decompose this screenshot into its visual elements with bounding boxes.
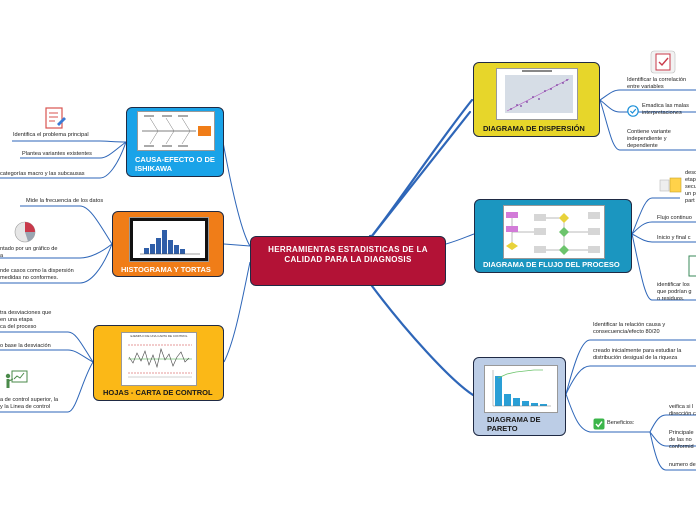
dispersion-leaf-3b[interactable]: independiente y [627,136,667,143]
ishikawa-title: CAUSA-EFECTO O DE ISHIKAWA [135,155,219,173]
ishikawa-diagram-thumbnail [137,111,215,151]
histograma-leaf-3a[interactable]: nde casos como la dispersión [0,268,74,275]
dispersion-leaf-1a[interactable]: Identificar la correlación [627,77,686,84]
pareto-sub-1b[interactable]: dirección c [669,411,696,418]
dispersion-leaf-1b[interactable]: entre variables [627,84,664,91]
pareto-leaf-2b[interactable]: distribución desigual de la riqueza [593,355,677,362]
pareto-leaf-1a[interactable]: Identificar la relación causa y [593,322,665,329]
pareto-leaf-2a[interactable]: creado inicialmente para estudiar la [593,348,681,355]
dispersion-title: DIAGRAMA DE DISPERSIÓN [483,124,598,133]
hojas-leaf-3b[interactable]: y la Linea de control [0,404,50,411]
node-hojas[interactable]: EJEMPLO DE UNA CARTA DE CONTROL HOJAS - … [93,325,224,401]
pie-chart-icon [13,220,37,249]
dispersion-leaf-3a[interactable]: Contiene variante [627,129,671,136]
connector-pareto-leaf2 [566,366,696,394]
flujo-leaf-2[interactable]: Flujo continuo [657,215,692,222]
dispersion-leaf-3c[interactable]: dependiente [627,143,658,150]
histograma-leaf-1[interactable]: Mide la frecuencia de los datos [26,198,103,205]
histograma-leaf-2b[interactable]: a [0,253,3,260]
hojas-leaf-1b[interactable]: en una etapa [0,317,33,324]
connector-flujo-leaf2 [632,222,696,234]
hojas-leaf-1a[interactable]: tra desviaciones que [0,310,51,317]
flowchart-image [504,206,604,258]
flujo-leaf-3[interactable]: Inicio y final c [657,235,691,242]
connector-ishi-leaf1 [12,141,126,142]
flujo-leaf-1b[interactable]: etap [685,177,696,184]
connector-histograma-main [224,244,250,246]
node-dispersion[interactable]: DIAGRAMA DE DISPERSIÓN [473,62,600,137]
fishbone-image [138,112,214,150]
histogram-thumbnail [129,217,209,262]
control-chart-image [122,333,196,385]
hojas-leaf-3a[interactable]: a de control superior, la [0,397,58,404]
pareto-sub-3[interactable]: numero de [669,462,696,469]
connector-hojas-leaf2 [0,350,93,362]
pareto-image [485,366,557,412]
flujo-leaf-1a[interactable]: desc [685,170,696,177]
pareto-sub-1a[interactable]: veifica si l [669,404,693,411]
central-topic[interactable]: HERRAMIENTAS ESTADISTICAS DE LA CALIDAD … [250,236,446,286]
documents-icon [659,176,683,201]
central-title: HERRAMIENTAS ESTADISTICAS DE LA CALIDAD … [251,245,445,265]
histogram-image [130,218,208,261]
hojas-leaf-2[interactable]: o base la desviación [0,343,51,350]
connector-ishikawa-main [223,142,250,246]
scatter-image [497,69,577,119]
connector-disp-leaf1 [600,90,696,100]
dispersion-leaf-2a[interactable]: Emadica las malas [642,103,689,110]
presenter-chart-icon [3,368,29,399]
flujo-leaf-1d[interactable]: un p [685,191,696,198]
hojas-leaf-1c[interactable]: ca del proceso [0,324,36,331]
pareto-title: DIAGRAMA DE PARETO [487,415,553,433]
check-circle-icon [627,104,639,122]
flujo-leaf-1e[interactable]: part [685,198,695,205]
pareto-leaf-beneficios[interactable]: Beneficios: [607,420,634,427]
dispersion-leaf-2b[interactable]: interpretaciones [642,110,682,117]
flujo-title: DIAGRAMA DE FLUJO DEL PROCESO [483,260,631,269]
ishikawa-leaf-2[interactable]: Plantea variantes existentes [22,151,92,158]
control-chart-thumb-title: EJEMPLO DE UNA CARTA DE CONTROL [122,334,196,338]
green-check-icon [593,417,605,435]
flujo-leaf-4b[interactable]: que podrían g [657,289,692,296]
document-icon [688,254,696,283]
pareto-sub-2b[interactable]: de las no [669,437,692,444]
clipboard-check-icon [649,49,677,80]
flujo-leaf-4c[interactable]: o residuos. [657,296,684,303]
pareto-leaf-1b[interactable]: consecuencia/efecto 80/20 [593,329,660,336]
connector-central-dispersion [372,100,472,236]
control-chart-thumbnail: EJEMPLO DE UNA CARTA DE CONTROL [121,332,197,386]
node-ishikawa[interactable]: CAUSA-EFECTO O DE ISHIKAWA [126,107,224,177]
pareto-sub-2a[interactable]: Principale [669,430,694,437]
hojas-title: HOJAS - CARTA DE CONTROL [103,388,223,397]
histograma-title: HISTOGRAMA Y TORTAS [121,265,221,274]
histograma-leaf-2a[interactable]: ntado por un gráfico de [0,246,58,253]
histograma-leaf-3b[interactable]: medidas no conformes. [0,275,58,282]
connector-hojas-main [224,262,250,362]
node-histograma[interactable]: HISTOGRAMA Y TORTAS [112,211,224,277]
flujo-leaf-1c[interactable]: secu [685,184,696,191]
scatter-thumbnail [496,68,578,120]
node-flujo[interactable]: DIAGRAMA DE FLUJO DEL PROCESO [474,199,632,273]
pareto-sub-2c[interactable]: conformid [669,444,694,451]
node-pareto[interactable]: DIAGRAMA DE PARETO [473,357,566,436]
document-edit-icon [43,106,67,135]
connector-flujo-main [446,234,474,244]
pareto-thumbnail [484,365,558,413]
flowchart-thumbnail [503,205,605,259]
ishikawa-leaf-3[interactable]: categorías macro y las subcausas [0,171,85,178]
connector-central-pareto [372,286,473,395]
ishikawa-leaf-1[interactable]: Identifica el problema principal [13,132,89,139]
flujo-leaf-4a[interactable]: identificar los [657,282,690,289]
